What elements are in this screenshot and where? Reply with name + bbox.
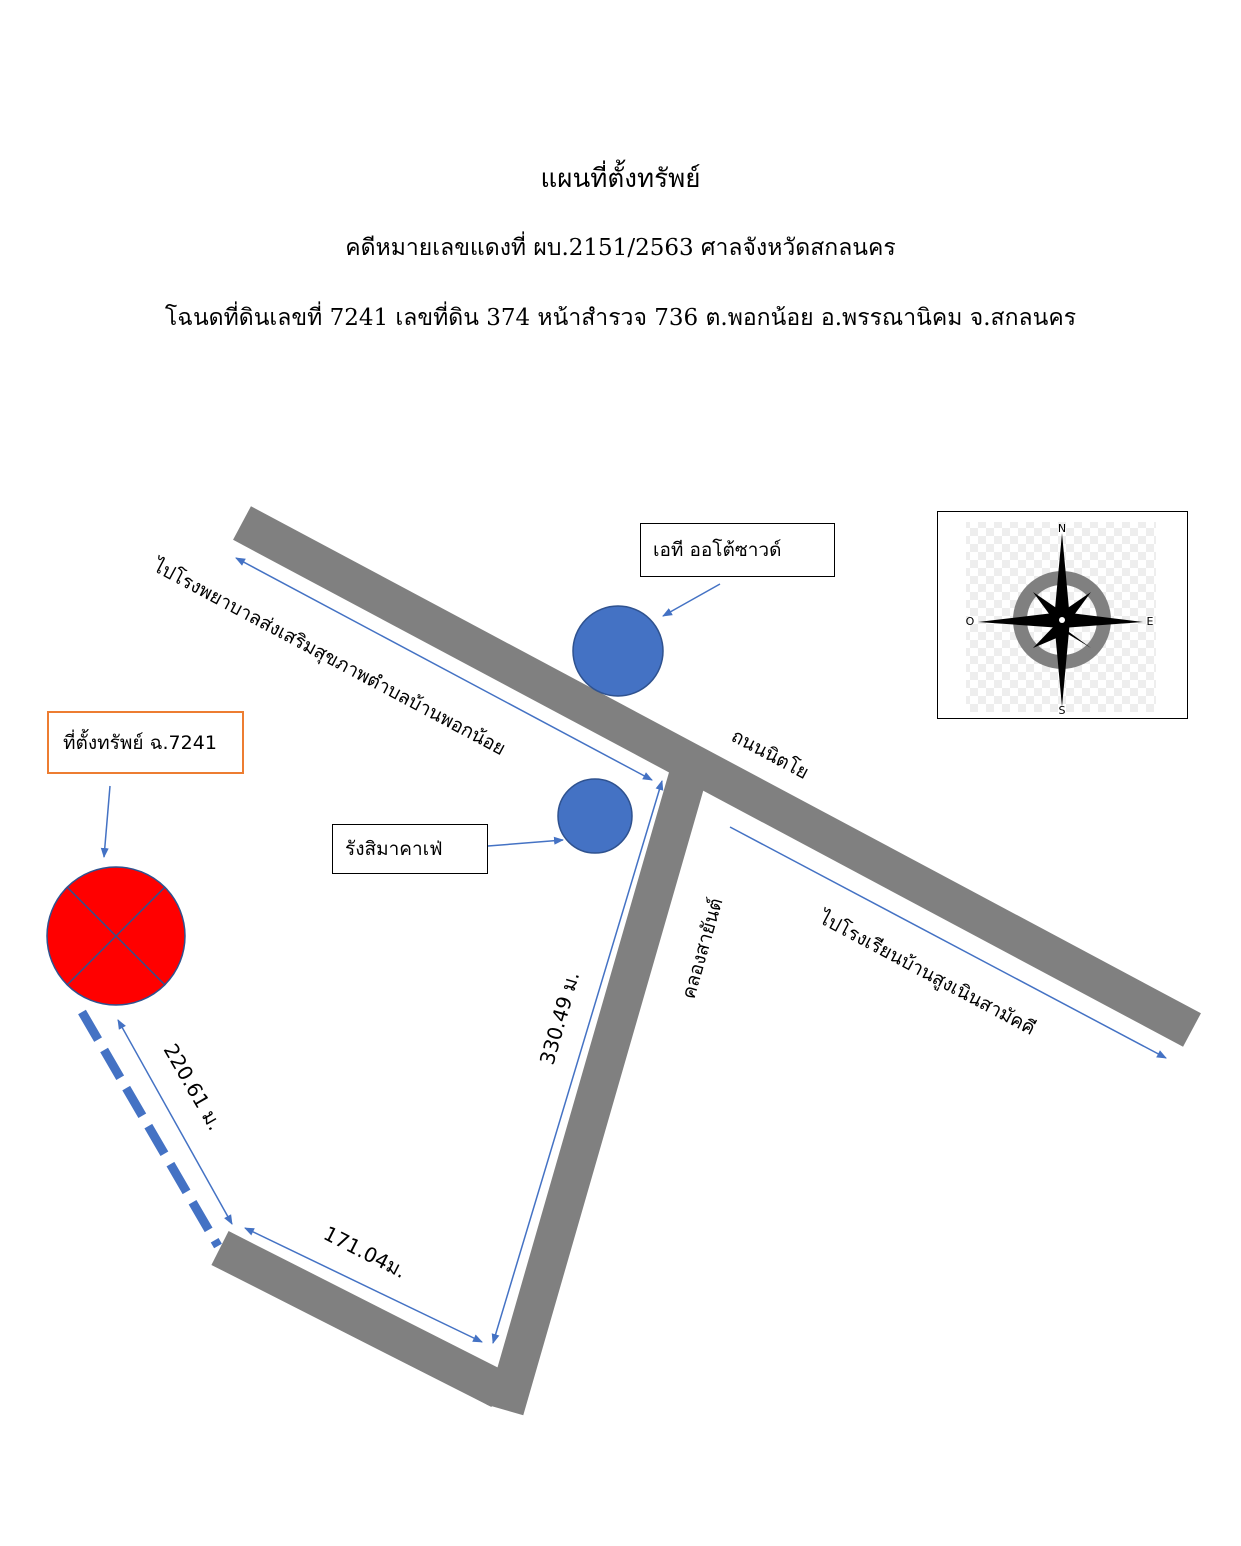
- callout-at: [662, 583, 721, 617]
- arrow-220: [117, 1019, 233, 1225]
- callout-rang: [487, 836, 564, 847]
- case-number: คดีหมายเลขแดงที่ ผบ.2151/2563 ศาลจังหวัด…: [345, 235, 896, 261]
- compass-s: S: [1059, 704, 1066, 717]
- landmark-rangsima-cafe: [557, 778, 633, 854]
- arrow-to-school: [729, 826, 1167, 1059]
- compass-n: N: [1058, 522, 1066, 535]
- compass-rose: N S O E: [937, 511, 1188, 719]
- arrow-to-hospital: [235, 557, 653, 781]
- label-rangsima-cafe: รังสิมาคาเฟ่: [332, 824, 488, 874]
- landmark-at-autosound: [572, 605, 664, 697]
- distance-171-label: 171.04ม.: [320, 1221, 411, 1283]
- label-property: ที่ตั้งทรัพย์ ฉ.7241: [47, 711, 244, 774]
- compass-w: O: [966, 615, 975, 628]
- canal-label: คลองสายันต์: [678, 896, 728, 1002]
- arrow-171: [244, 1227, 483, 1343]
- dashed-access-path: [78, 1009, 222, 1249]
- callout-property: [100, 785, 111, 858]
- arrow-330: [491, 780, 664, 1344]
- label-at-autosound: เอที ออโต้ซาวด์: [640, 523, 835, 577]
- distance-220-label: 220.61 ม.: [159, 1040, 228, 1135]
- distance-330-label: 330.49 ม.: [535, 969, 585, 1068]
- lower-road: [211, 1231, 509, 1407]
- property-marker: [46, 866, 186, 1006]
- compass-icon: N S O E: [966, 522, 1156, 717]
- canal-road: [486, 769, 707, 1416]
- deed-info: โฉนดที่ดินเลขที่ 7241 เลขที่ดิน 374 หน้า…: [164, 305, 1077, 331]
- compass-e: E: [1147, 615, 1154, 628]
- page-title: แผนที่ตั้งทรัพย์: [540, 164, 701, 194]
